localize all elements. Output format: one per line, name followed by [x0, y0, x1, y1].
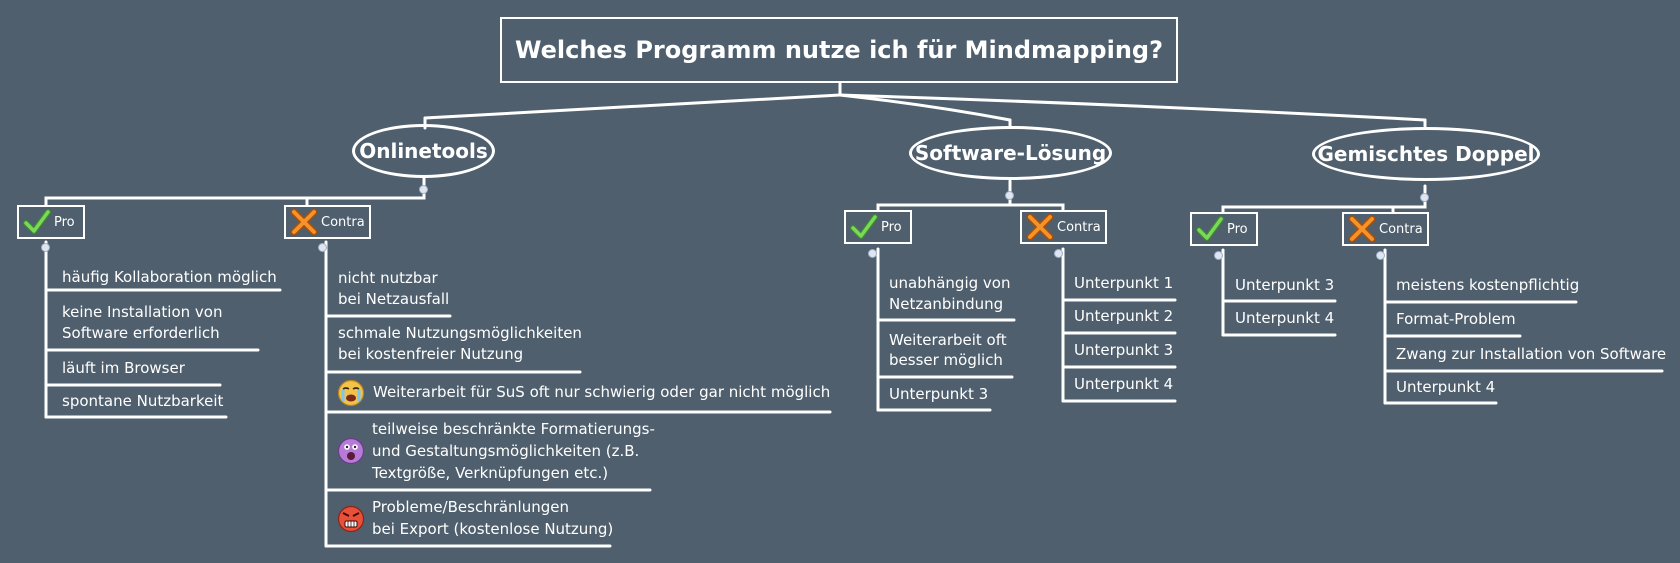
list-item[interactable]: schmale Nutzungsmöglichkeiten [338, 324, 582, 342]
shocked-face-icon [337, 437, 365, 465]
collapse-toggle[interactable] [41, 243, 50, 252]
branch-label: Gemischtes Doppel [1317, 142, 1535, 166]
collapse-toggle[interactable] [1376, 251, 1385, 260]
crying-face-icon [337, 379, 365, 407]
list-item[interactable]: Zwang zur Installation von Software [1396, 345, 1667, 363]
list-item[interactable]: meistens kostenpflichtig [1396, 276, 1580, 294]
collapse-toggle[interactable] [1005, 191, 1014, 200]
contra-node[interactable]: Contra [284, 205, 371, 239]
branch-software-loesung[interactable]: Software-Lösung [909, 126, 1112, 180]
list-item[interactable]: Format-Problem [1396, 310, 1516, 328]
contra-node[interactable]: Contra [1342, 212, 1429, 246]
list-item[interactable]: Software erforderlich [62, 324, 220, 342]
list-item[interactable]: Probleme/Beschränlungen [372, 498, 569, 516]
list-item[interactable]: bei kostenfreier Nutzung [338, 345, 524, 363]
list-item[interactable]: Unterpunkt 3 [889, 385, 989, 403]
list-item[interactable]: Unterpunkt 4 [1235, 309, 1335, 327]
collapse-toggle[interactable] [318, 243, 327, 252]
contra-node[interactable]: Contra [1020, 210, 1107, 244]
list-item[interactable]: Unterpunkt 2 [1074, 307, 1174, 325]
list-item[interactable]: Unterpunkt 4 [1396, 378, 1496, 396]
collapse-toggle[interactable] [868, 249, 877, 258]
list-item[interactable]: bei Netzausfall [338, 290, 450, 308]
contra-label: Contra [1057, 219, 1101, 235]
list-item[interactable]: besser möglich [889, 351, 1003, 369]
list-item[interactable]: und Gestaltungsmöglichkeiten (z.B. [372, 442, 640, 460]
list-item[interactable]: häufig Kollaboration möglich [62, 268, 277, 286]
list-item[interactable]: Textgröße, Verknüpfungen etc.) [372, 464, 609, 482]
pro-node[interactable]: Pro [17, 205, 85, 239]
list-item[interactable]: Netzanbindung [889, 295, 1004, 313]
list-item[interactable]: nicht nutzbar [338, 269, 438, 287]
orange-x-icon [290, 208, 318, 236]
collapse-toggle[interactable] [1420, 193, 1429, 202]
pro-label: Pro [1227, 221, 1248, 237]
branch-gemischtes-doppel[interactable]: Gemischtes Doppel [1312, 127, 1540, 181]
list-item[interactable]: läuft im Browser [62, 359, 185, 377]
list-item[interactable]: Unterpunkt 3 [1074, 341, 1174, 359]
contra-label: Contra [321, 214, 365, 230]
list-item[interactable]: Unterpunkt 4 [1074, 375, 1174, 393]
angry-face-icon [337, 505, 365, 533]
pro-label: Pro [54, 214, 75, 230]
list-item[interactable]: spontane Nutzbarkeit [62, 392, 224, 410]
orange-x-icon [1026, 213, 1054, 241]
list-item[interactable]: bei Export (kostenlose Nutzung) [372, 520, 614, 538]
list-item[interactable]: Unterpunkt 1 [1074, 274, 1174, 292]
pro-node[interactable]: Pro [1190, 212, 1258, 246]
green-check-icon [1196, 216, 1224, 241]
pro-label: Pro [881, 219, 902, 235]
central-topic[interactable]: Welches Programm nutze ich für Mindmappi… [500, 17, 1178, 83]
branch-onlinetools[interactable]: Onlinetools [352, 124, 495, 178]
collapse-toggle[interactable] [1054, 249, 1063, 258]
list-item[interactable]: Weiterarbeit für SuS oft nur schwierig o… [373, 383, 831, 401]
branch-label: Onlinetools [359, 139, 488, 163]
list-item[interactable]: unabhängig von [889, 274, 1011, 292]
branch-label: Software-Lösung [914, 141, 1107, 165]
list-item[interactable]: Weiterarbeit oft [889, 331, 1007, 349]
collapse-toggle[interactable] [419, 185, 428, 194]
central-topic-title: Welches Programm nutze ich für Mindmappi… [514, 36, 1164, 64]
green-check-icon [23, 209, 51, 234]
list-item[interactable]: Unterpunkt 3 [1235, 276, 1335, 294]
pro-node[interactable]: Pro [844, 210, 912, 244]
orange-x-icon [1348, 215, 1376, 243]
list-item[interactable]: teilweise beschränkte Formatierungs- [372, 420, 655, 438]
green-check-icon [850, 214, 878, 239]
collapse-toggle[interactable] [1214, 251, 1223, 260]
list-item[interactable]: keine Installation von [62, 303, 223, 321]
contra-label: Contra [1379, 221, 1423, 237]
